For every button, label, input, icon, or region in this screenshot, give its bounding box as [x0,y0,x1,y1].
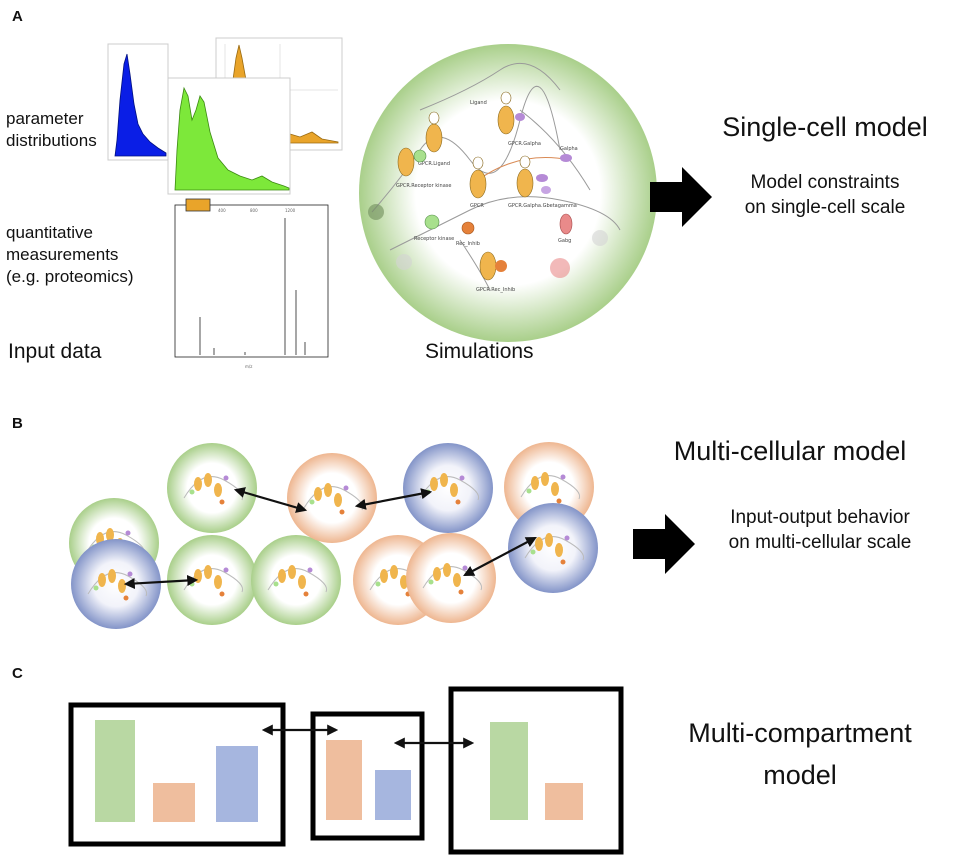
histogram-blue [107,43,169,161]
svg-text:1200: 1200 [285,208,296,213]
network-label-rec-inhib: Rec_Inhib [456,241,480,247]
parameter-distributions-label: parameter distributions [6,109,97,150]
svg-text:800: 800 [250,208,258,213]
compartment-2 [310,711,425,841]
panel-letter-b: B [12,415,23,432]
multi-compartment-model-title: Multi-compartment model [688,718,912,790]
compartment-1-bar-green [95,720,135,822]
quantitative-measurements-label: quantitative measurements (e.g. proteomi… [6,223,134,286]
network-label-gpcr-galpha: GPCR.Galpha [508,141,541,147]
mass-spectrum: 400 800 1200 m/z [174,198,329,369]
multi-cellular-model-subtitle: Input-output behavior on multi-cellular … [728,507,912,553]
compartment-2-bar-orange [326,740,362,820]
panel-letter-a: A [12,8,23,25]
network-label-receptor-kinase: Receptor kinase [414,236,454,242]
simulations-label: Simulations [425,340,534,363]
compartments [68,686,624,855]
svg-text:m/z: m/z [245,364,252,369]
single-cell-model-title: Single-cell model [722,112,928,142]
input-data-label: Input data [8,340,102,363]
histogram-green [167,77,291,195]
network-label-gpcr-ligand: GPCR.Ligand [418,161,450,167]
network-label-gpcr-rec-inhib: GPCR.Rec_Inhib [476,287,515,293]
network-label-ligand: Ligand [470,100,487,106]
arrow-right-a [650,167,712,227]
compartment-1 [68,702,286,847]
network-label-gpcr-galpha-gbetagamma: GPCR.Galpha.Gbetagamma [508,203,577,209]
network-label-gpcr-receptor-kinase: GPCR.Receptor kinase [396,183,451,189]
compartment-3-bar-green [490,722,528,820]
panel-letter-c: C [12,665,23,682]
network-label-gpcr: GPCR [470,203,484,209]
multi-cellular-model-title: Multi-cellular model [673,436,907,466]
compartment-1-bar-blue [216,746,258,822]
multicellular-network [69,442,598,629]
single-cell-simulation: GPCR.Ligand GPCR.Receptor kinase Ligand … [359,44,657,342]
compartment-1-bar-orange [153,783,195,822]
compartment-2-bar-blue [375,770,411,820]
network-label-galpha: Galpha [560,146,578,152]
arrow-right-b [633,514,695,574]
compartment-3 [448,686,624,855]
network-label-gabg: Gabg [558,238,571,244]
compartment-3-bar-orange [545,783,583,820]
single-cell-model-subtitle: Model constraints on single-cell scale [744,172,906,218]
svg-text:400: 400 [218,208,226,213]
